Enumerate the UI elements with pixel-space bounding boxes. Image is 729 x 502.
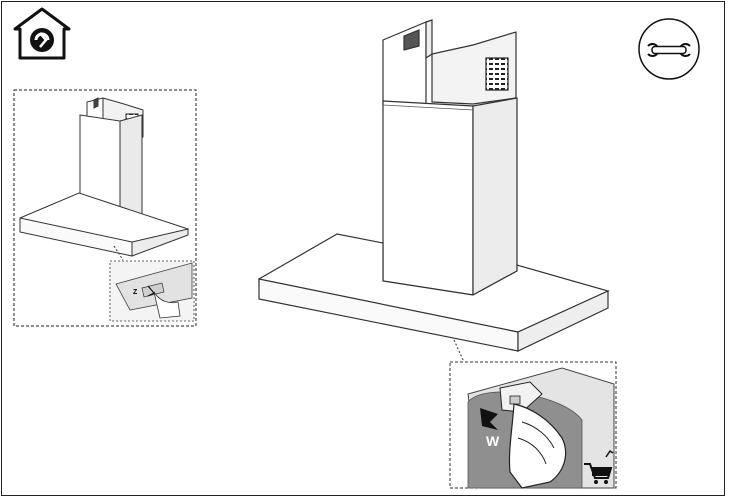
shopping-cart-icon: [584, 449, 614, 484]
direction-label-z: Z: [133, 289, 138, 296]
detail-left: Z: [109, 260, 195, 322]
small-hood: [19, 97, 190, 257]
diagram-frame: Z W: [1, 1, 725, 496]
wrench-icon: [638, 18, 700, 80]
detail-bottom: W: [449, 361, 617, 489]
direction-label-w: W: [486, 433, 500, 449]
home-eco-icon: [13, 7, 71, 60]
main-hood: [258, 19, 610, 352]
inset-left-frame: [13, 89, 197, 327]
